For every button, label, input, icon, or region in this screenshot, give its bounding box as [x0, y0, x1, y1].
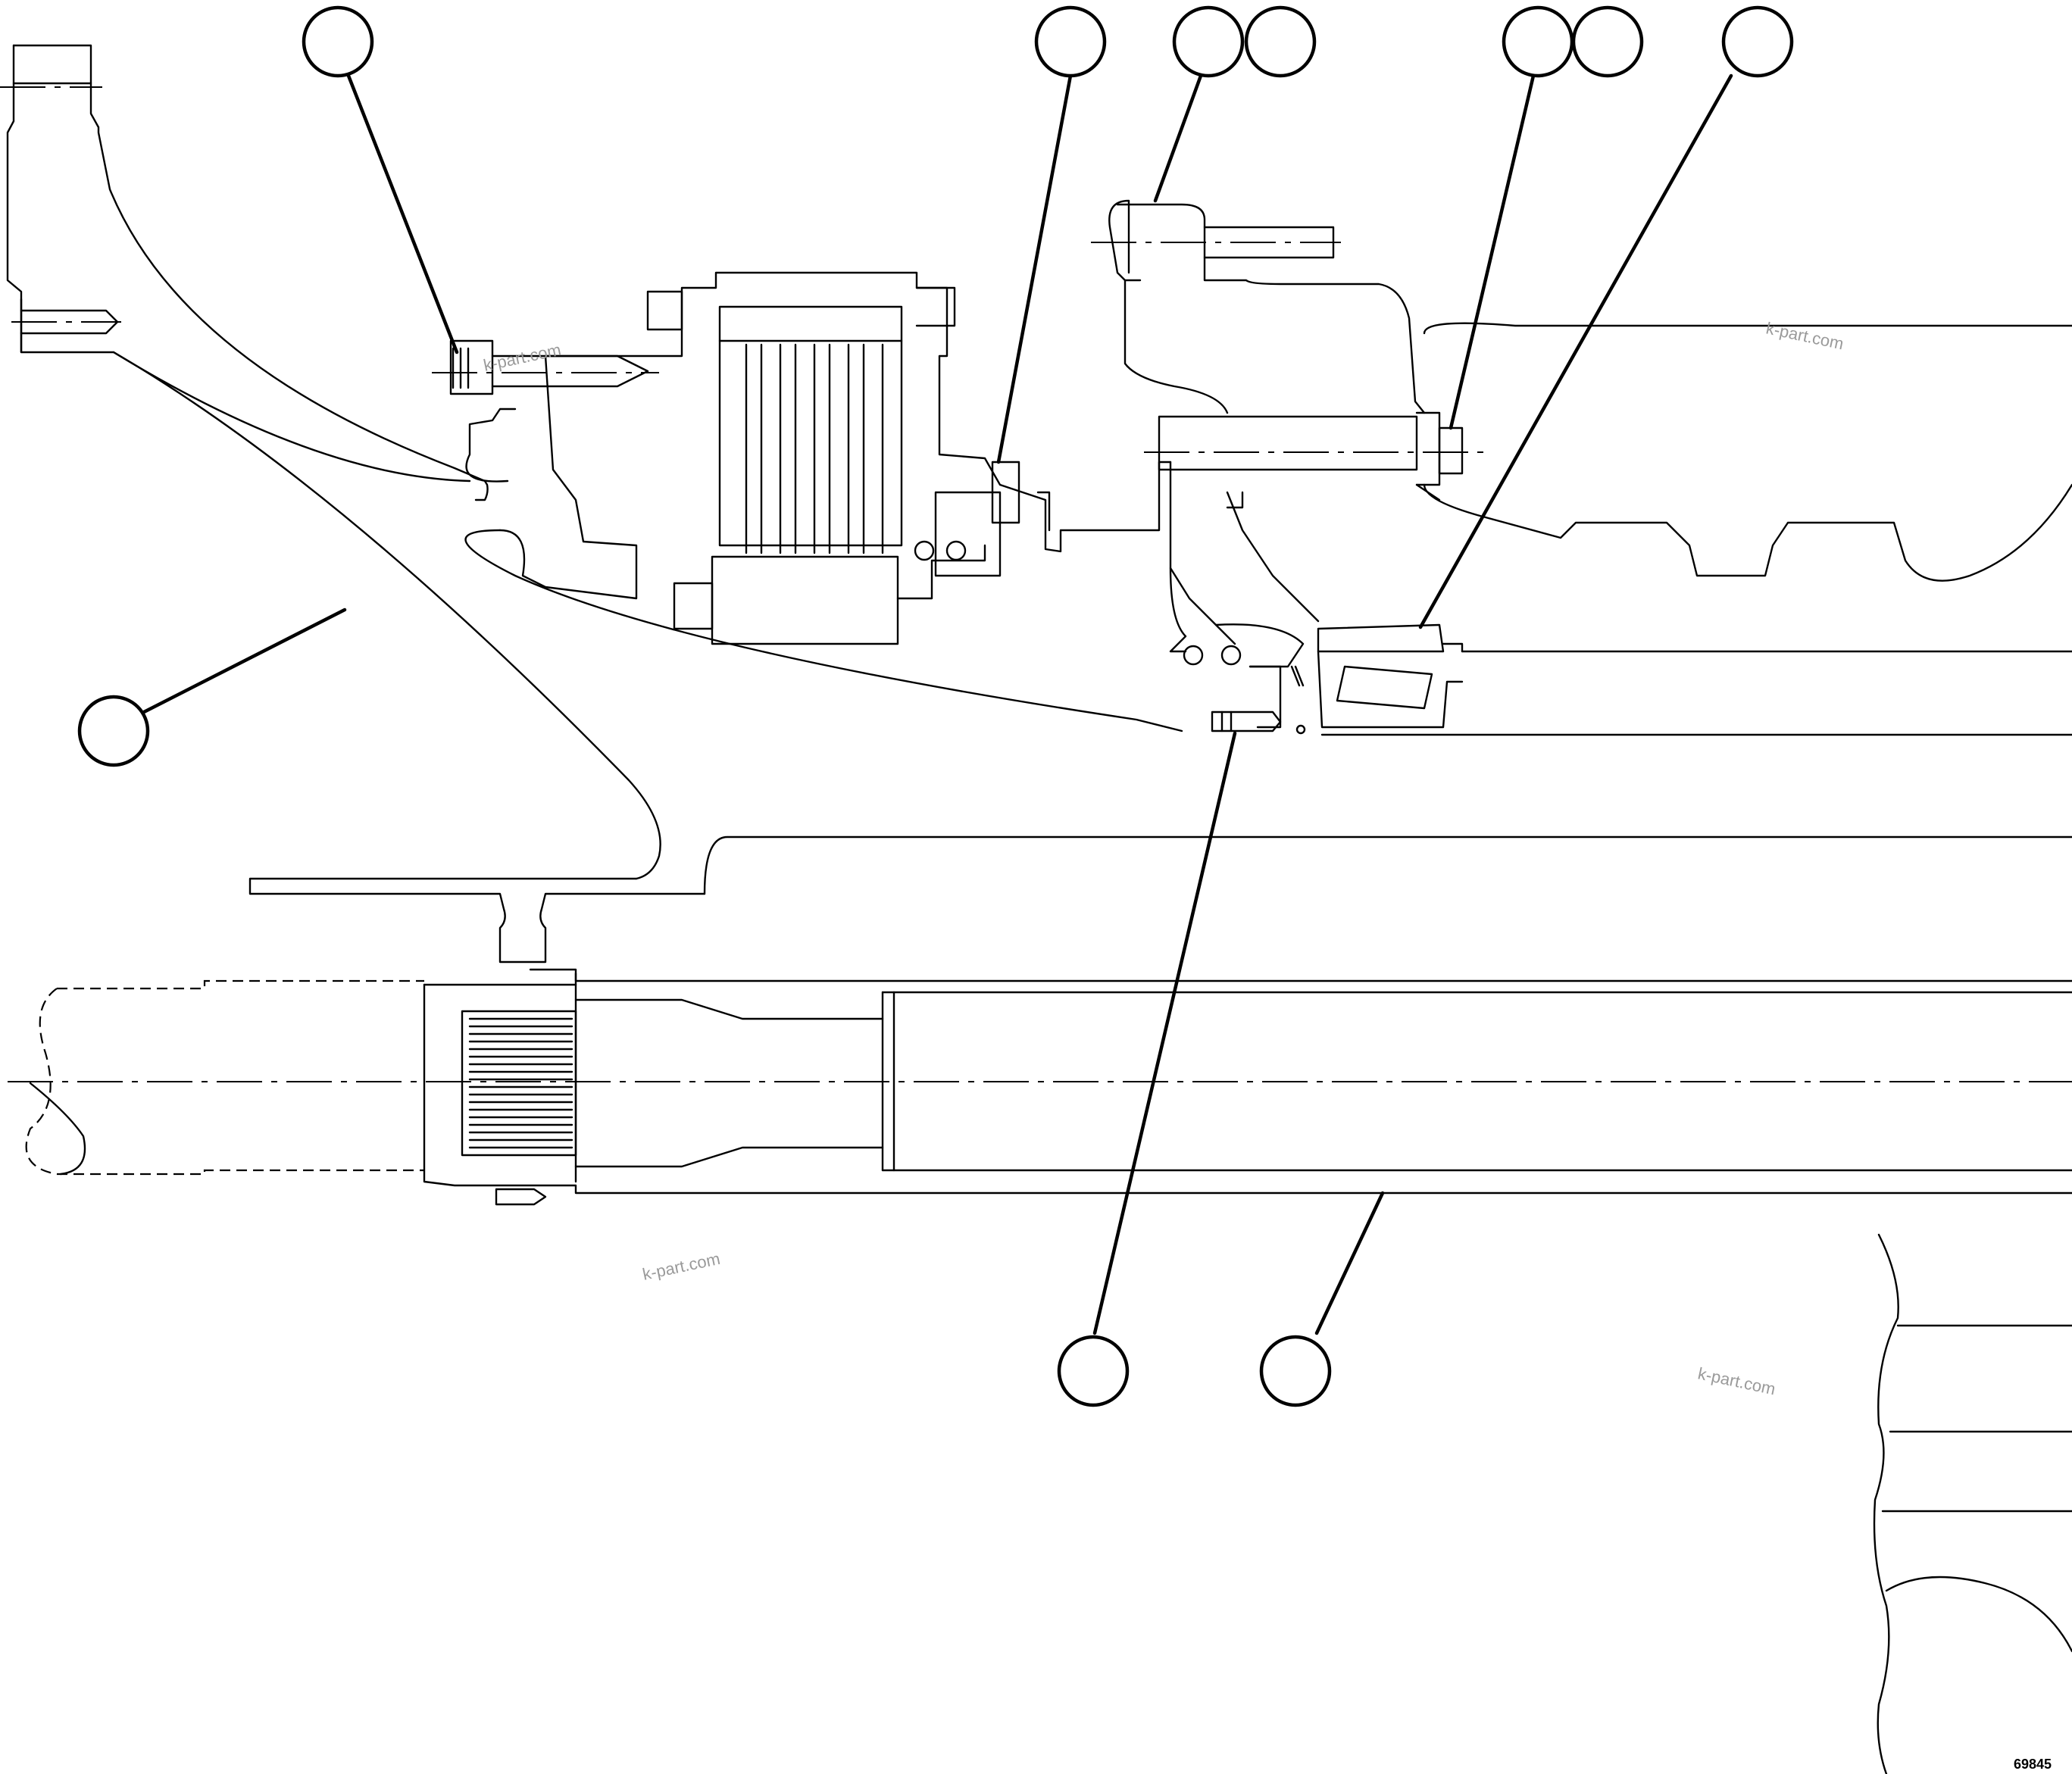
watermark-text: k-part.com: [1696, 1363, 1777, 1398]
watermark-text: k-part.com: [1764, 318, 1845, 353]
left-housing-bracket: [0, 44, 706, 964]
callout-bubble: [77, 695, 150, 767]
right-upper-housing: [1091, 199, 2072, 736]
callout-bubble: [302, 5, 374, 78]
callout-bubble: [1571, 5, 1644, 78]
watermark-text: k-part.com: [641, 1249, 722, 1284]
callout-bubble: [1034, 5, 1107, 78]
callout-bubble: [1259, 1335, 1332, 1407]
leader-lines: [142, 73, 1733, 1335]
callout-bubble: [1244, 5, 1317, 78]
callout-bubble: [1057, 1335, 1130, 1407]
watermark-text: k-part.com: [482, 340, 563, 375]
drawing-number: 69845: [2014, 1757, 2052, 1772]
lower-right-hub: [1873, 1233, 2072, 1774]
watermarks: k-part.com k-part.com k-part.com k-part.…: [482, 318, 1845, 1398]
brake-housing-section: [432, 271, 1183, 732]
callout-bubble: [1172, 5, 1245, 78]
callout-bubble: [1502, 5, 1574, 78]
spline-teeth: [468, 1017, 573, 1149]
callout-bubble: [1721, 5, 1794, 78]
callout-bubbles: [77, 5, 1794, 1407]
axle-shaft: [8, 835, 2072, 1206]
